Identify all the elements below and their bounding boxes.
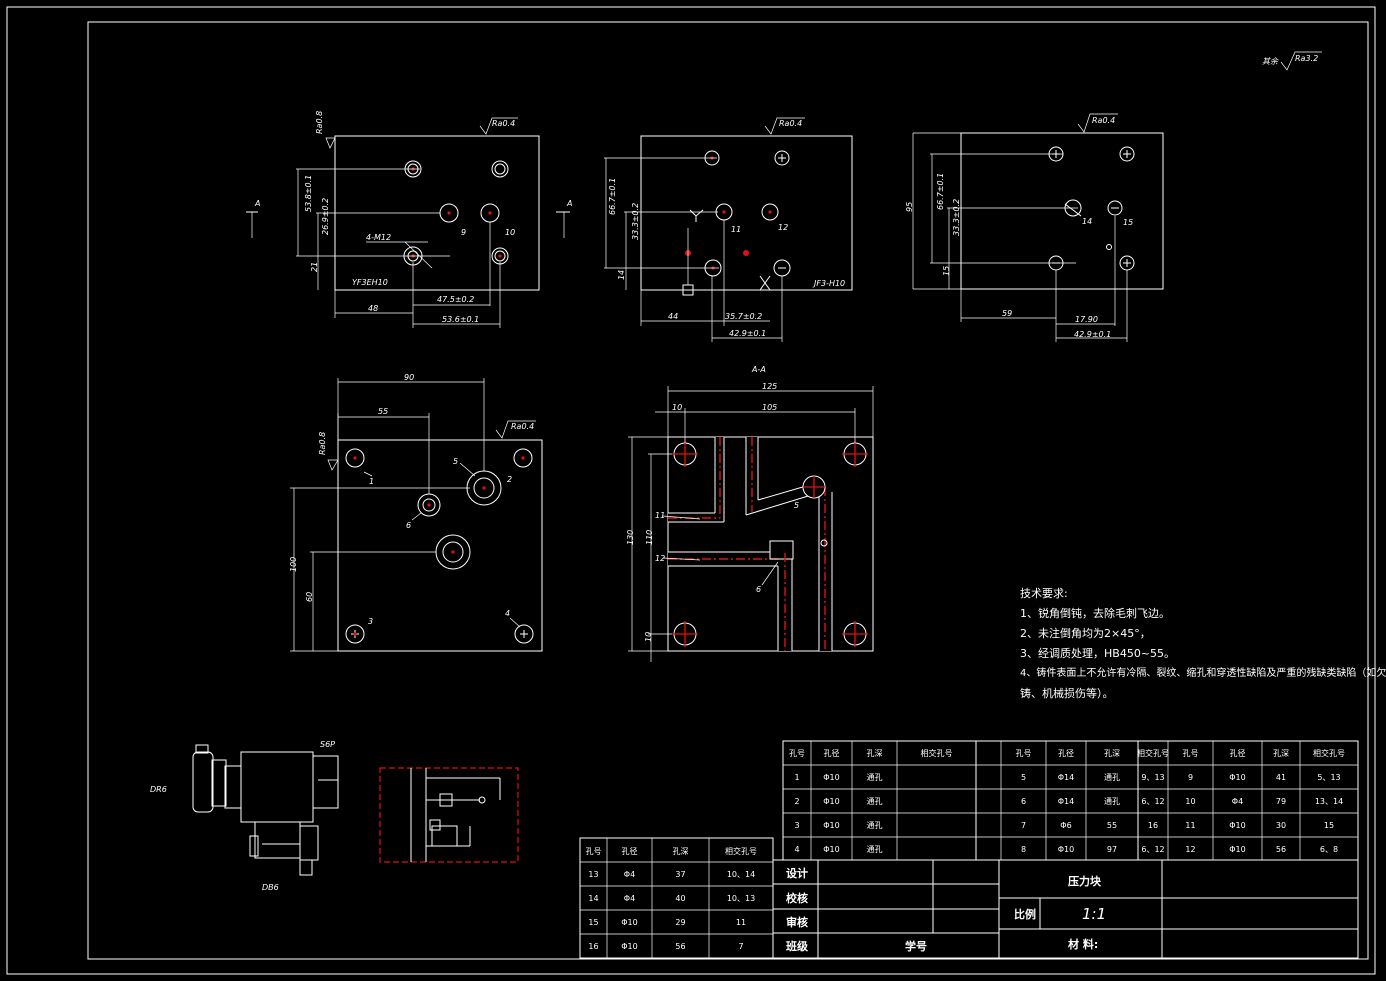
svg-text:10: 10 xyxy=(672,403,682,412)
svg-text:48: 48 xyxy=(368,304,378,313)
svg-text:Ra0.8: Ra0.8 xyxy=(318,432,327,455)
svg-text:DB6: DB6 xyxy=(262,883,279,892)
svg-text:2: 2 xyxy=(507,475,512,484)
svg-text:9: 9 xyxy=(461,228,466,237)
note-1: 1、锐角倒钝，去除毛刺飞边。 xyxy=(1020,607,1170,620)
svg-text:YF3EH10: YF3EH10 xyxy=(352,278,388,287)
note-4: 4、铸件表面上不允许有冷隔、裂纹、缩孔和穿透性缺陷及严重的残缺类缺陷（如欠 xyxy=(1020,668,1386,679)
svg-text:125: 125 xyxy=(762,382,777,391)
svg-text:35.7±0.2: 35.7±0.2 xyxy=(725,312,762,321)
svg-text:60: 60 xyxy=(305,592,314,602)
svg-text:42.9±0.1: 42.9±0.1 xyxy=(729,329,766,338)
note-5: 铸、机械损伤等）。 xyxy=(1020,687,1114,700)
svg-text:JF3-H10: JF3-H10 xyxy=(812,279,845,288)
svg-text:12: 12 xyxy=(655,554,665,563)
svg-text:10: 10 xyxy=(644,632,653,642)
svg-text:4-M12: 4-M12 xyxy=(366,233,391,242)
svg-text:66.7±0.1: 66.7±0.1 xyxy=(936,173,945,210)
svg-text:6: 6 xyxy=(406,521,411,530)
global-roughness: 其余 Ra3.2 xyxy=(1262,51,1322,71)
svg-text:130: 130 xyxy=(626,530,635,545)
svg-text:66.7±0.1: 66.7±0.1 xyxy=(608,178,617,215)
outer-frame xyxy=(6,6,1376,975)
inner-frame xyxy=(87,21,1369,960)
svg-text:4: 4 xyxy=(505,609,510,618)
svg-text:A: A xyxy=(566,199,572,208)
svg-text:10: 10 xyxy=(505,228,515,237)
svg-text:12: 12 xyxy=(778,223,788,232)
valve-assembly-sketch: S6P DR6 DB6 xyxy=(150,740,339,892)
right-view: Ra0.4 95 66.7±0.1 33.3±0.2 15 59 17.90 4… xyxy=(905,113,1164,342)
section-view: A-A xyxy=(626,365,874,662)
svg-text:A-A: A-A xyxy=(751,365,766,374)
svg-text:33.3±0.2: 33.3±0.2 xyxy=(952,199,961,236)
svg-text:A: A xyxy=(254,199,260,208)
svg-text:14: 14 xyxy=(1082,217,1092,226)
side-view: Ra0.4 Ra0.8 90 55 100 60 1 2 3 4 5 6 xyxy=(289,373,543,652)
svg-text:44: 44 xyxy=(668,312,678,321)
note-2: 2、未注倒角均为2×45°， xyxy=(1020,627,1151,640)
svg-text:Ra0.4: Ra0.4 xyxy=(779,119,802,128)
svg-text:53.8±0.1: 53.8±0.1 xyxy=(304,175,313,212)
global-roughness-prefix: 其余 xyxy=(1262,57,1279,66)
svg-text:55: 55 xyxy=(378,407,388,416)
svg-text:95: 95 xyxy=(905,202,914,212)
svg-text:47.5±0.2: 47.5±0.2 xyxy=(437,295,474,304)
svg-text:14: 14 xyxy=(617,270,626,280)
svg-text:26.9±0.2: 26.9±0.2 xyxy=(321,198,330,235)
svg-text:15: 15 xyxy=(1123,218,1133,227)
svg-text:5: 5 xyxy=(794,501,799,510)
svg-text:59: 59 xyxy=(1002,309,1012,318)
svg-text:Ra0.4: Ra0.4 xyxy=(1092,116,1115,125)
svg-text:Ra0.4: Ra0.4 xyxy=(492,119,515,128)
front-view: Ra0.4 66.7±0.1 33.3±0.2 14 44 35.7±0.2 4… xyxy=(604,117,853,342)
svg-text:5: 5 xyxy=(453,457,458,466)
svg-text:Ra0.4: Ra0.4 xyxy=(511,422,534,431)
svg-text:110: 110 xyxy=(645,530,654,545)
svg-text:S6P: S6P xyxy=(320,740,335,749)
hydraulic-schematic xyxy=(379,767,519,863)
technical-notes: 技术要求: 1、锐角倒钝，去除毛刺飞边。 2、未注倒角均为2×45°， 3、经调… xyxy=(1020,584,1386,704)
notes-title: 技术要求: xyxy=(1020,587,1068,600)
note-3: 3、经调质处理，HB450~55。 xyxy=(1020,647,1176,660)
svg-text:6: 6 xyxy=(756,585,761,594)
svg-text:15: 15 xyxy=(942,266,951,276)
svg-text:17.90: 17.90 xyxy=(1075,315,1098,324)
svg-text:90: 90 xyxy=(404,373,414,382)
svg-text:DR6: DR6 xyxy=(150,785,167,794)
svg-text:100: 100 xyxy=(289,557,298,572)
svg-text:53.6±0.1: 53.6±0.1 xyxy=(442,315,479,324)
svg-text:21: 21 xyxy=(310,262,319,272)
svg-text:Ra0.8: Ra0.8 xyxy=(315,111,324,134)
svg-text:42.9±0.1: 42.9±0.1 xyxy=(1074,330,1111,339)
svg-text:3: 3 xyxy=(368,617,373,626)
svg-text:105: 105 xyxy=(762,403,777,412)
svg-text:11: 11 xyxy=(731,225,741,234)
top-view: Ra0.4 Ra0.8 53.8±0.1 26.9±0.2 21 48 47.5… xyxy=(246,111,572,328)
svg-text:1: 1 xyxy=(369,477,374,486)
svg-text:33.3±0.2: 33.3±0.2 xyxy=(631,203,640,240)
svg-text:11: 11 xyxy=(655,511,665,520)
global-roughness-value: Ra3.2 xyxy=(1295,54,1318,63)
